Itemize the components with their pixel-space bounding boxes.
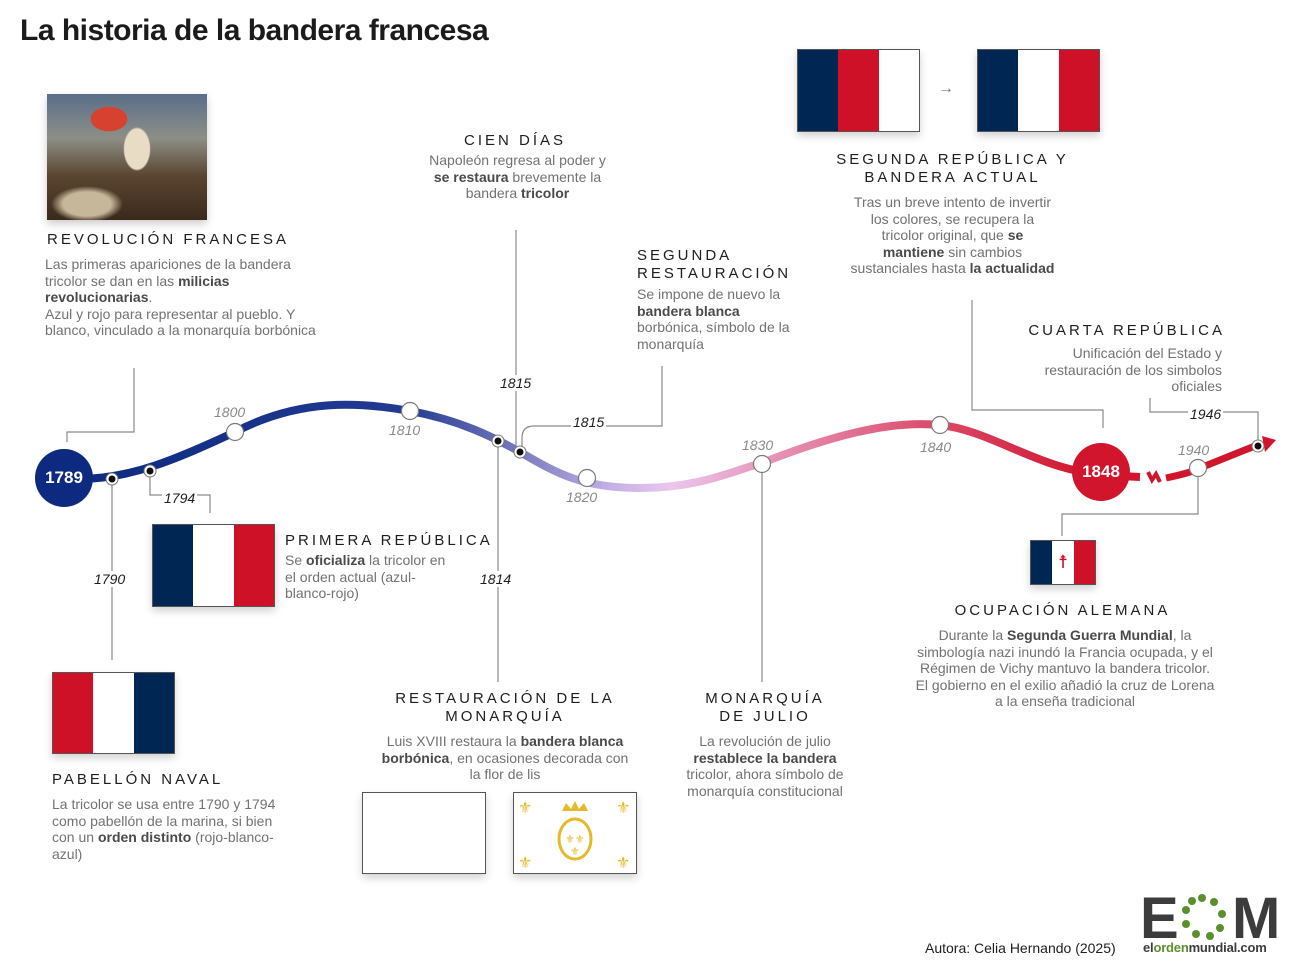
event-title-revolucion: Revolución Francesa xyxy=(47,231,290,248)
tick-1820: 1820 xyxy=(566,489,598,505)
event-desc-restauracion: Luis XVIII restaura la bandera blanca bo… xyxy=(381,733,629,782)
svg-text:⚜: ⚜ xyxy=(518,800,532,817)
year-1815-segunda-restauracion: 1815 xyxy=(571,414,607,430)
tick-1810: 1810 xyxy=(389,422,421,438)
arrow-icon: → xyxy=(938,80,954,97)
fleur-de-lis-icon: ⚜ ⚜ ⚜ ⚜ ⚜⚜ ⚜ xyxy=(518,800,630,872)
event-desc-revolucion: Las primeras apariciones de la bandera t… xyxy=(45,256,316,338)
flag-white-fleur-de-lis: ⚜ ⚜ ⚜ ⚜ ⚜⚜ ⚜ xyxy=(513,792,637,874)
flag-current-tricolor xyxy=(977,49,1100,132)
start-node-1789: 1789 xyxy=(35,449,93,507)
svg-text:M: M xyxy=(1232,888,1280,951)
event-title-primera-republica: Primera República xyxy=(285,532,493,549)
flag-plain-white xyxy=(362,792,486,874)
flag-primera-republica xyxy=(152,524,275,607)
cross-of-lorraine-icon: ☨ xyxy=(1058,552,1068,572)
event-desc-segunda-republica: Tras un breve intento de invertir los co… xyxy=(850,194,1055,276)
event-title-restauracion: Restauración de la monarquía xyxy=(395,690,615,725)
flag-free-france: ☨ xyxy=(1030,540,1096,585)
year-1790: 1790 xyxy=(92,571,128,587)
tick-1830: 1830 xyxy=(742,437,774,453)
event-title-cuarta-republica: Cuarta República xyxy=(1028,322,1225,339)
end-node-label: 1848 xyxy=(1082,462,1120,481)
end-node-1848: 1848 xyxy=(1072,443,1130,501)
svg-text:⚜: ⚜ xyxy=(518,855,532,872)
eom-logo: E M xyxy=(1140,888,1280,951)
event-title-pabellon: Pabellón naval xyxy=(52,771,224,788)
year-1946: 1946 xyxy=(1188,406,1224,422)
event-desc-primera-republica: Se oficializa la tricolor en el orden ac… xyxy=(285,552,446,601)
author-credit: Autora: Celia Hernando (2025) xyxy=(925,940,1116,956)
svg-text:⚜⚜: ⚜⚜ xyxy=(565,834,585,846)
event-desc-pabellon: La tricolor se usa entre 1790 y 1794 com… xyxy=(52,796,276,862)
event-title-monarquia-julio: Monarquía de Julio xyxy=(705,690,825,725)
year-1794: 1794 xyxy=(162,490,198,506)
event-desc-cuarta-republica: Unificación del Estado y restauración de… xyxy=(1044,345,1222,394)
event-title-ocupacion: Ocupación alemana xyxy=(954,602,1171,619)
event-desc-cien-dias: Napoleón regresa al poder y se restaura … xyxy=(429,152,606,201)
eom-site-name: elordenmundial.com xyxy=(1143,940,1267,955)
event-title-cien-dias: Cien días xyxy=(463,132,566,149)
svg-text:⚜: ⚜ xyxy=(570,846,580,858)
tick-1840: 1840 xyxy=(920,439,952,455)
svg-text:E: E xyxy=(1140,888,1179,951)
tick-1940: 1940 xyxy=(1178,442,1210,458)
year-1814: 1814 xyxy=(478,571,514,587)
tick-1800: 1800 xyxy=(214,404,246,420)
svg-text:⚜: ⚜ xyxy=(616,855,630,872)
year-1815-cien-dias: 1815 xyxy=(498,375,534,391)
event-desc-monarquia-julio: La revolución de julio restablece la ban… xyxy=(686,733,844,799)
event-desc-segunda-restauracion: Se impone de nuevo la bandera blanca bor… xyxy=(637,286,790,352)
liberty-leading-the-people-painting xyxy=(47,94,207,220)
flag-pabellon-naval xyxy=(52,672,175,754)
page-title: La historia de la bandera francesa xyxy=(20,14,489,47)
flag-inverted-tricolor xyxy=(797,49,920,132)
start-node-label: 1789 xyxy=(45,468,83,487)
event-title-segunda-restauracion: Segunda Restauración xyxy=(637,247,792,282)
event-desc-ocupacion: Durante la Segunda Guerra Mundial, la si… xyxy=(915,627,1215,709)
svg-text:⚜: ⚜ xyxy=(616,800,630,817)
event-title-segunda-republica: Segunda República y bandera actual xyxy=(836,151,1069,186)
